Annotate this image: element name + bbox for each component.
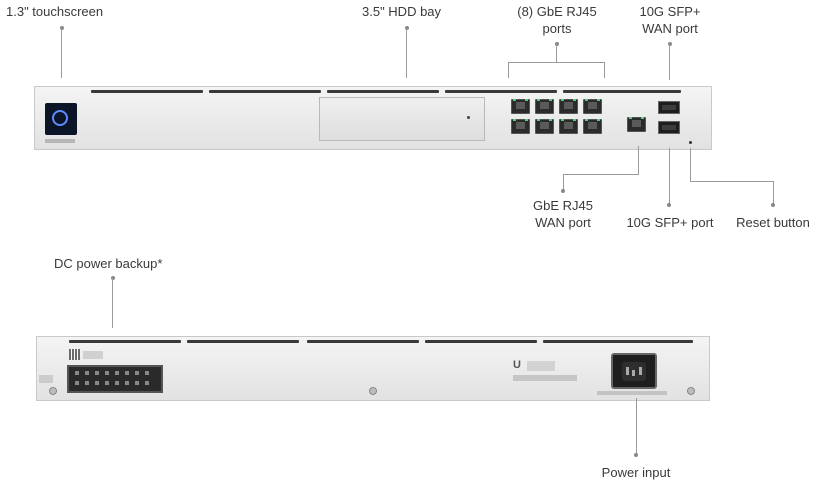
rear-panel: U: [36, 336, 710, 401]
gbe-ports-label-line2: ports: [542, 21, 572, 36]
rj45-wan-callout-riser: [638, 146, 639, 174]
gbe-callout-bracket-right: [604, 62, 605, 78]
gbe-wan-port[interactable]: [627, 117, 646, 132]
gbe-port-1[interactable]: [511, 99, 530, 114]
touchscreen[interactable]: [45, 103, 77, 135]
rj45-wan-callout-horizontal: [563, 174, 639, 175]
hdd-callout-line: [406, 28, 407, 78]
vent-slot: [425, 340, 537, 343]
sfp-port[interactable]: [658, 121, 680, 134]
dc-callout-line: [112, 278, 113, 328]
touchscreen-callout-line: [61, 28, 62, 78]
touchscreen-callout-dot: [60, 26, 64, 30]
vent-slot: [187, 340, 299, 343]
reset-callout-dot: [771, 203, 775, 207]
gbe-port-4[interactable]: [535, 119, 554, 134]
power-input-label: Power input: [601, 465, 671, 480]
sfp-port-callout-dot: [667, 203, 671, 207]
hdd-callout-dot: [405, 26, 409, 30]
gbe-port-3[interactable]: [535, 99, 554, 114]
gbe-port-5[interactable]: [559, 99, 578, 114]
gbe-port-8[interactable]: [583, 119, 602, 134]
sfp-port-callout-line: [669, 148, 670, 204]
sfp-wan-callout-line: [669, 44, 670, 80]
power-rating-marking: [597, 391, 667, 395]
vent-slot: [209, 90, 321, 93]
reset-callout-riser: [690, 148, 691, 181]
sfp-wan-port[interactable]: [658, 101, 680, 114]
dc-backup-label: DC power backup*: [54, 256, 163, 271]
vent-slot: [563, 90, 681, 93]
gbe-callout-dot: [555, 42, 559, 46]
regulatory-text: [527, 361, 555, 371]
reset-callout-horizontal: [690, 181, 774, 182]
power-inlet-icon: [622, 362, 646, 381]
gbe-callout-stem: [556, 44, 557, 62]
sfp-wan-label-line2: WAN port: [642, 21, 698, 36]
gbe-port-2[interactable]: [511, 119, 530, 134]
touchscreen-label: 1.3" touchscreen: [6, 4, 104, 19]
screw-icon: [687, 387, 695, 395]
gbe-ports-label-line1: (8) GbE RJ45: [517, 4, 597, 19]
vent-slot: [543, 340, 693, 343]
sfp-wan-label-line1: 10G SFP+: [639, 4, 701, 19]
power-callout-line: [636, 398, 637, 454]
vent-slot: [445, 90, 557, 93]
rj45-wan-callout-dot: [561, 189, 565, 193]
gbe-port-6[interactable]: [559, 119, 578, 134]
rj45-wan-label-line2: WAN port: [535, 215, 591, 230]
hdd-led: [467, 116, 470, 119]
touchscreen-ring-icon: [52, 110, 68, 126]
power-callout-dot: [634, 453, 638, 457]
reset-button[interactable]: [689, 141, 692, 144]
sfp-port-label: 10G SFP+ port: [626, 215, 714, 230]
qr-code: [69, 349, 80, 360]
front-panel: [34, 86, 712, 150]
model-marking: [45, 139, 75, 143]
gbe-callout-bracket-left: [508, 62, 509, 78]
rj45-wan-label-line1: GbE RJ45: [533, 198, 593, 213]
label-sticker: [83, 351, 103, 359]
vent-slot: [327, 90, 439, 93]
hdd-bay-label: 3.5" HDD bay: [362, 4, 442, 19]
screw-icon: [369, 387, 377, 395]
sfp-wan-callout-dot: [668, 42, 672, 46]
vent-slot: [91, 90, 203, 93]
dc-backup-connector[interactable]: [67, 365, 163, 393]
rj45-wan-callout-drop: [563, 174, 564, 190]
dc-marking: [39, 375, 53, 383]
dc-callout-dot: [111, 276, 115, 280]
gbe-port-7[interactable]: [583, 99, 602, 114]
hdd-bay[interactable]: [319, 97, 485, 141]
vent-slot: [307, 340, 419, 343]
vent-slot: [69, 340, 181, 343]
ubiquiti-logo-icon: U: [513, 359, 521, 371]
gbe-callout-bracket: [508, 62, 605, 63]
power-input-socket[interactable]: [611, 353, 657, 389]
screw-icon: [49, 387, 57, 395]
reset-label: Reset button: [736, 215, 810, 230]
certification-marks-icon: [513, 375, 577, 381]
reset-callout-drop: [773, 181, 774, 204]
